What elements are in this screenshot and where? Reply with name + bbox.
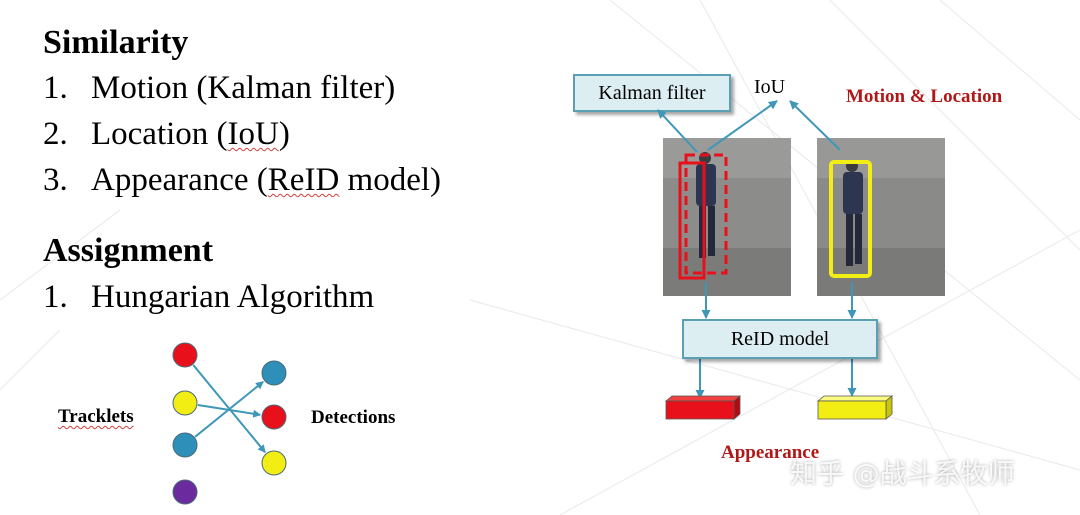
person-figure [663,138,791,296]
motion-location-label: Motion & Location [846,86,1003,107]
list-number: 2. [43,116,68,152]
assignment-item-hungarian: 1. Hungarian Algorithm [43,279,374,316]
reid-model-box: ReID model [682,319,878,359]
similarity-heading: Similarity [43,24,189,61]
detection-node [261,360,287,386]
detection-node [261,450,287,476]
list-text: Location ( [91,116,228,152]
list-text: Appearance ( [91,162,268,198]
matching-edge [194,381,264,438]
tracklets-label: Tracklets [58,406,134,427]
list-number: 1. [43,70,68,106]
list-text: Hungarian Algorithm [91,279,375,315]
list-number: 3. [43,162,68,198]
iou-label: IoU [754,76,786,98]
similarity-item-motion: 1. Motion (Kalman filter) [43,70,395,107]
tracklet-node [172,342,198,368]
detection-feature-bar [816,395,894,420]
appearance-label: Appearance [721,442,820,463]
tracklet-node [172,432,198,458]
list-text: model) [339,162,442,198]
list-text-squiggle: ReID [267,162,340,198]
tracklet-node [172,479,198,505]
tracklet-photo [663,138,791,296]
list-text: ) [278,116,290,152]
similarity-item-appearance: 3. Appearance (ReID model) [43,162,441,199]
list-text: Motion (Kalman filter) [91,70,396,106]
person-figure [817,138,945,296]
similarity-item-location: 2. Location (IoU) [43,116,290,153]
bipartite-matching-graph [172,342,287,505]
detection-photo [817,138,945,296]
list-text-squiggle: IoU [227,116,279,152]
assignment-heading: Assignment [43,232,214,269]
tracklet-node [172,390,198,416]
detections-label: Detections [311,407,396,428]
tracklet-feature-bar [664,395,742,420]
appearance-feature-bars [664,395,894,420]
kalman-filter-label: Kalman filter [598,81,706,104]
kalman-filter-box: Kalman filter [573,74,731,112]
detection-node [261,404,287,430]
list-number: 1. [43,279,68,315]
reid-model-label: ReID model [730,327,830,350]
watermark: 知乎 @战斗系牧师 [790,459,1015,490]
